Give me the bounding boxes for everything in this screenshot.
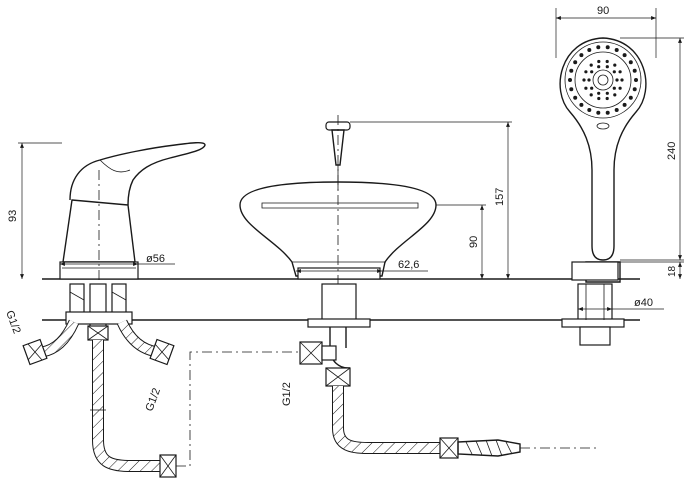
mixer-connectors bbox=[65, 283, 133, 341]
nozzle-dot bbox=[569, 68, 574, 73]
nozzle-dot bbox=[589, 63, 593, 67]
label-spout-height: 157 bbox=[494, 188, 506, 206]
nozzle-dot bbox=[615, 78, 619, 82]
nozzle-dot bbox=[596, 45, 601, 50]
nozzle-dot bbox=[590, 70, 594, 74]
dim-holder-diameter: ø40 bbox=[578, 297, 664, 311]
nozzle-dot bbox=[620, 78, 624, 82]
handshower-holder bbox=[561, 261, 625, 346]
spray-nozzles-icon bbox=[568, 45, 638, 115]
nozzle-dot bbox=[584, 70, 588, 74]
spout-body bbox=[239, 115, 437, 300]
nozzle-dot bbox=[614, 108, 619, 112]
hose-handshower bbox=[332, 386, 521, 459]
label-thread-right: G1/2 bbox=[144, 387, 163, 414]
label-handshower-length: 240 bbox=[666, 142, 678, 160]
nozzle-dot bbox=[632, 68, 637, 73]
dim-handshower-width: 90 bbox=[555, 5, 657, 58]
hose-mixer-outlet bbox=[90, 340, 177, 478]
pipe-centerline bbox=[176, 351, 300, 467]
nozzle-dot bbox=[597, 59, 601, 64]
label-mixer-height: 93 bbox=[7, 210, 19, 222]
nozzle-dot bbox=[613, 93, 617, 97]
hose-left-cold bbox=[22, 319, 80, 366]
nozzle-dot bbox=[573, 60, 578, 65]
nozzle-dot bbox=[573, 95, 578, 100]
dim-mixer-diameter: ø56 bbox=[60, 253, 175, 266]
label-mixer-diameter: ø56 bbox=[146, 253, 165, 265]
dim-spout-base: 62,6 bbox=[296, 259, 428, 273]
nozzle-dot bbox=[628, 95, 633, 100]
nozzle-dot bbox=[587, 48, 592, 52]
nozzle-dot bbox=[579, 102, 584, 107]
nozzle-dot bbox=[605, 91, 609, 95]
nozzle-dot bbox=[628, 60, 633, 65]
nozzle-dot bbox=[605, 59, 609, 64]
label-holder-height: 18 bbox=[667, 265, 678, 277]
nozzle-dot bbox=[618, 86, 622, 90]
label-holder-diameter: ø40 bbox=[634, 297, 653, 309]
nozzle-dot bbox=[622, 53, 627, 58]
nozzle-dot bbox=[612, 70, 616, 74]
nozzle-dot bbox=[582, 78, 586, 82]
nozzle-dot bbox=[569, 87, 574, 92]
nozzle-dot bbox=[568, 78, 572, 82]
nozzle-dot bbox=[605, 96, 609, 101]
nozzle-dot bbox=[605, 45, 610, 50]
mixer-body bbox=[59, 142, 206, 290]
dim-spout-body: 90 bbox=[436, 204, 486, 279]
nozzle-dot bbox=[589, 93, 593, 97]
label-thread-spout: G1/2 bbox=[281, 382, 293, 406]
nozzle-dot bbox=[622, 102, 627, 107]
nozzle-dot bbox=[605, 65, 609, 69]
nozzle-dot bbox=[597, 65, 601, 69]
spout-mounting bbox=[299, 283, 371, 387]
dim-spout-height: 157 bbox=[350, 121, 512, 279]
nozzle-dot bbox=[590, 86, 594, 90]
nozzle-dot bbox=[614, 48, 619, 52]
nozzle-dot bbox=[613, 63, 617, 67]
handshower bbox=[559, 37, 647, 283]
dim-holder-height: 18 bbox=[620, 261, 684, 279]
label-spout-base: 62,6 bbox=[398, 259, 419, 271]
nozzle-dot bbox=[587, 78, 591, 82]
nozzle-dot bbox=[597, 96, 601, 101]
nozzle-dot bbox=[605, 110, 610, 115]
nozzle-dot bbox=[584, 86, 588, 90]
label-handshower-width: 90 bbox=[597, 5, 609, 17]
label-spout-body: 90 bbox=[468, 236, 480, 248]
dim-mixer-height: 93 bbox=[7, 142, 62, 279]
nozzle-dot bbox=[632, 87, 637, 92]
nozzle-dot bbox=[596, 110, 601, 115]
nozzle-dot bbox=[597, 91, 601, 95]
nozzle-dot bbox=[579, 53, 584, 58]
nozzle-dot bbox=[634, 78, 638, 82]
nozzle-dot bbox=[618, 70, 622, 74]
nozzle-dot bbox=[587, 108, 592, 112]
nozzle-dot bbox=[612, 86, 616, 90]
label-thread-left: G1/2 bbox=[3, 309, 22, 336]
dim-handshower-length: 240 bbox=[620, 37, 684, 261]
hose-right-hot bbox=[116, 319, 175, 366]
